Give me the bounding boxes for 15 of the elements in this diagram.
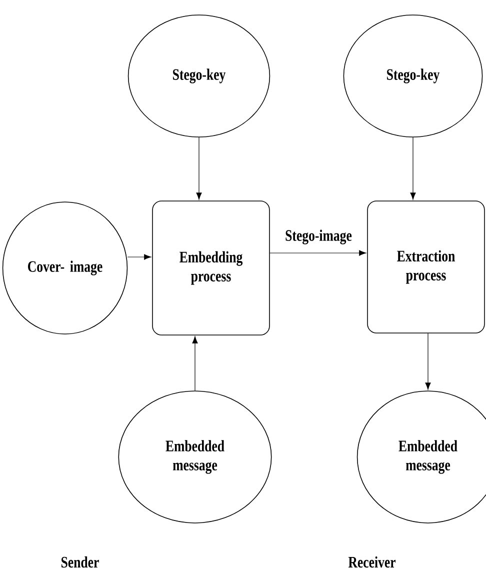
circle-node: Cover- image: [2, 202, 128, 334]
role-label: Receiver: [348, 556, 396, 568]
circle-node: Embedded message: [118, 390, 272, 524]
process-box: Embedding process: [152, 200, 270, 336]
arrow: [192, 336, 198, 391]
arrow: [196, 137, 202, 200]
arrow: [127, 254, 152, 260]
circle-node: Stego-key: [343, 14, 483, 138]
arrow: [410, 137, 416, 200]
role-label: Sender: [61, 556, 99, 568]
process-box: Extraction process: [367, 200, 485, 334]
arrow: [270, 250, 366, 256]
edge-label: Stego-image: [286, 230, 352, 244]
arrow: [425, 333, 431, 390]
circle-node: Stego-key: [128, 14, 270, 138]
